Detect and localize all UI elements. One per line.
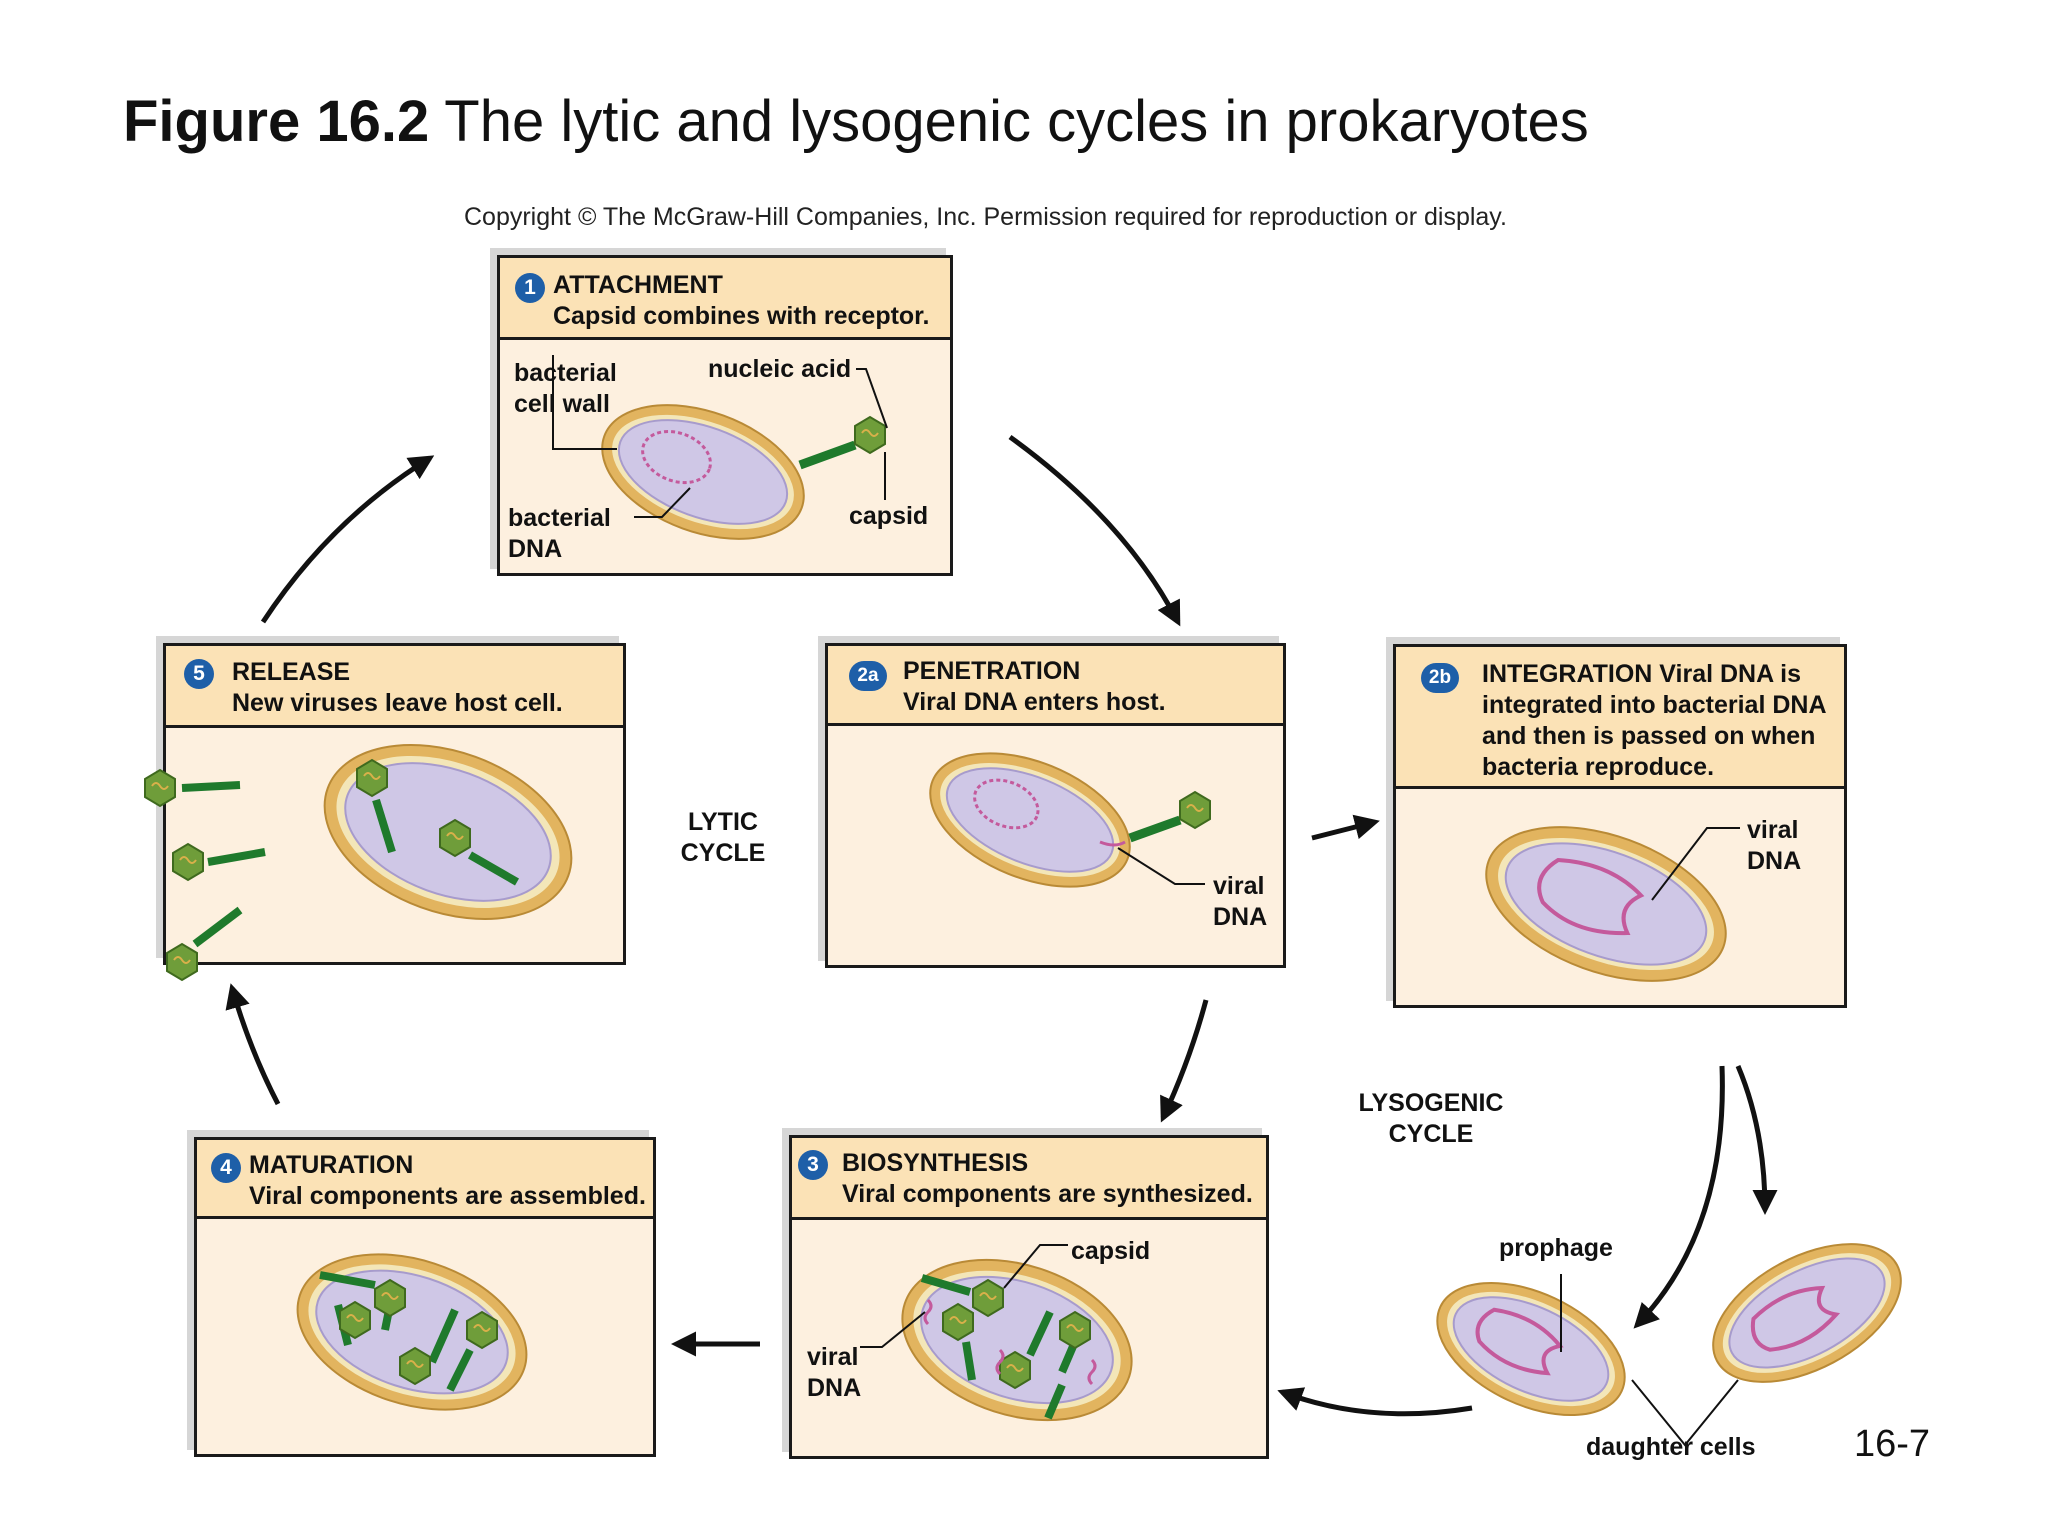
arrow-maturation-to-release (225, 983, 281, 1106)
panel-header: 4 MATURATION Viral components are assemb… (197, 1140, 653, 1219)
label-viral-dna: viral DNA (807, 1343, 862, 1402)
panel-header: 5 RELEASE New viruses leave host cell. (166, 646, 623, 728)
label-lytic-cycle: LYTIC CYCLE (680, 808, 766, 867)
step-subtitle: Viral DNA enters host. (903, 688, 1166, 716)
label-viral-dna: viral DNA (1213, 872, 1268, 931)
step-heading: PENETRATION (903, 657, 1081, 685)
step-text-line: integrated into bacterial DNA (1482, 691, 1827, 719)
daughter-cells-pointer (1631, 1379, 1739, 1447)
label-lysogenic-cycle: LYSOGENIC CYCLE (1358, 1089, 1504, 1148)
copyright-notice: Copyright © The McGraw-Hill Companies, I… (464, 203, 1507, 231)
arrow-penetration-to-biosynthesis (1160, 999, 1209, 1123)
step-badge: 1 (515, 273, 545, 303)
step-subtitle: Capsid combines with receptor. (553, 302, 930, 330)
step-heading: RELEASE (232, 658, 351, 686)
label-bacterial-dna: bacterial DNA (508, 504, 611, 563)
label-nucleic-acid: nucleic acid (708, 355, 852, 383)
panel-header: 3 BIOSYNTHESIS Viral components are synt… (792, 1138, 1266, 1220)
label-viral-dna: viral DNA (1747, 816, 1802, 875)
figure-caption: The lytic and lysogenic cycles in prokar… (429, 89, 1589, 154)
step-subtitle: Viral components are synthesized. (842, 1180, 1253, 1208)
step-text-line: and then is passed on when (1482, 722, 1816, 750)
label-daughter-cells: daughter cells (1586, 1433, 1756, 1461)
step-badge: 2b (1421, 663, 1459, 693)
label-capsid: capsid (1071, 1237, 1151, 1265)
label-capsid: capsid (849, 502, 929, 530)
step-heading: BIOSYNTHESIS (842, 1149, 1029, 1177)
step-badge: 5 (184, 659, 214, 689)
arrow-integration-to-prophage (1633, 1065, 1725, 1329)
step-subtitle: New viruses leave host cell. (232, 689, 563, 717)
step-badge: 3 (798, 1150, 828, 1180)
attachment-cell (552, 355, 888, 540)
step-heading: MATURATION (249, 1151, 414, 1179)
release-cell (144, 744, 573, 981)
step-subtitle: Viral components are assembled. (249, 1182, 646, 1210)
step-badge: 2a (849, 661, 887, 691)
label-prophage: prophage (1499, 1234, 1613, 1262)
arrow-prophage-to-biosynthesis (1277, 1387, 1473, 1417)
penetration-cell (929, 752, 1211, 888)
figure-number: Figure 16.2 (123, 89, 430, 154)
arrow-integration-to-daughter (1735, 1065, 1778, 1215)
cycle-arrows (225, 434, 1778, 1417)
prophage-cell (1436, 1274, 1626, 1417)
step-badge: 4 (211, 1153, 241, 1183)
maturation-cell (296, 1253, 528, 1411)
step-text-line: bacteria reproduce. (1482, 753, 1715, 781)
label-bacterial-cell-wall: bacterial cell wall (514, 359, 617, 418)
integration-cell (1485, 826, 1740, 982)
biosynthesis-cell (860, 1244, 1133, 1422)
step-heading: ATTACHMENT (553, 271, 723, 299)
arrow-penetration-to-integration (1311, 814, 1380, 841)
panel-header: 2b INTEGRATION Viral DNA is integrated i… (1396, 647, 1844, 789)
panel-header: 2a PENETRATION Viral DNA enters host. (828, 646, 1283, 726)
panel-header: 1 ATTACHMENT Capsid combines with recept… (500, 258, 950, 340)
step-text-line: INTEGRATION Viral DNA is (1482, 660, 1802, 688)
panel-attachment: 1 ATTACHMENT Capsid combines with recept… (497, 255, 953, 576)
page-number: 16-7 (1854, 1423, 1931, 1465)
arrow-release-to-attachment (260, 455, 435, 624)
panel-integration: 2b INTEGRATION Viral DNA is integrated i… (1393, 644, 1847, 1008)
figure-title: Figure 16.2 The lytic and lysogenic cycl… (123, 88, 1589, 155)
arrow-attachment-to-penetration (1008, 434, 1181, 627)
daughter-cell (1712, 1243, 1902, 1383)
